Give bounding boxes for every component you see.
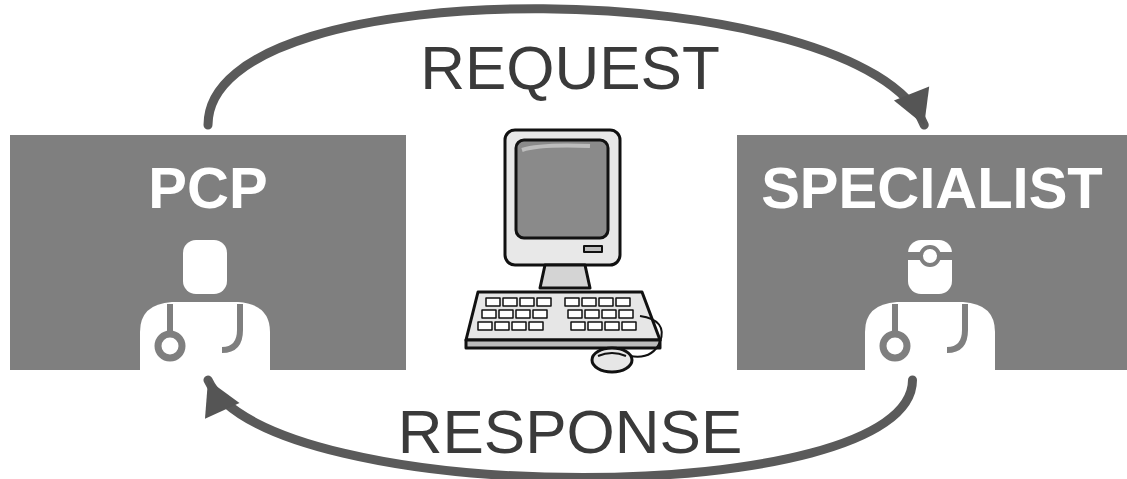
process-box: SPECIALIST <box>737 135 1127 370</box>
computer-illustration <box>466 130 662 372</box>
box-title: PCP <box>10 135 406 217</box>
edge-label: REQUEST <box>420 37 720 99</box>
arrow-head <box>205 380 240 419</box>
arrow-line <box>208 9 924 125</box>
edge-label: RESPONSE <box>398 401 743 463</box>
curved-arrow <box>205 380 913 478</box>
specialist-icon <box>865 240 995 370</box>
arrow-line <box>208 380 913 478</box>
process-box: PCP <box>10 135 406 370</box>
arrow-head <box>894 86 929 125</box>
box-title: SPECIALIST <box>737 135 1127 217</box>
curved-arrow <box>208 9 929 125</box>
doctor-icon <box>140 240 270 370</box>
